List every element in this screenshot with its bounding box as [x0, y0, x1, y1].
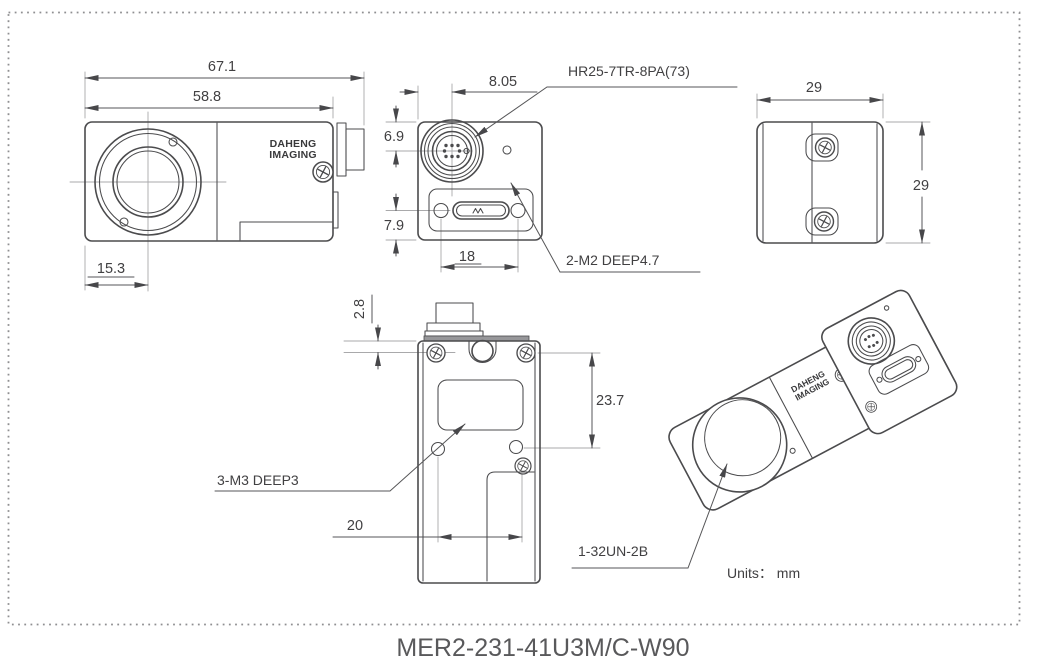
tripod-notch: [468, 340, 497, 364]
side-body-seam: [216, 122, 333, 241]
dim-screw-spacing: 18: [459, 249, 475, 265]
iso-hr25-connector: [847, 317, 896, 365]
m3-hole-left: [430, 441, 446, 457]
label-thread: 1-32UN-2B: [578, 543, 648, 559]
top-view-extension-lines: [756, 93, 931, 244]
top-body: [756, 121, 884, 244]
dim-hole-spacing: 20: [347, 518, 363, 534]
brand-logo-line2: IMAGING: [269, 149, 316, 161]
front-view: 8.05 6.9 7.9 18 HR25-7TR-8PA(73) 2-M2 DE…: [384, 63, 738, 273]
dim-top-offset: 2.8: [352, 299, 368, 319]
lens-flange-screw-icon: [168, 137, 178, 147]
side-lens: [94, 128, 202, 236]
side-body: [84, 121, 334, 242]
dim-body-width: 58.8: [193, 89, 221, 105]
bottom-screw-icon: [426, 343, 446, 363]
m3-leader: [214, 423, 466, 492]
bottom-connector-stack: [423, 302, 530, 342]
dim-total-width: 67.1: [208, 59, 236, 75]
iso-view: DAHENG IMAGING 1-32U: [571, 289, 958, 581]
dim-top-width: 29: [806, 80, 822, 96]
tripod-hole: [471, 339, 494, 363]
m2-leader: [510, 182, 701, 273]
lens-flange-screw-icon: [119, 217, 129, 227]
mount-screw-icon: [813, 211, 835, 232]
brand-logo-line1: DAHENG: [270, 138, 317, 150]
usb-screw-hole-left: [433, 202, 449, 219]
units-label: Units： mm: [727, 565, 800, 581]
top-body-edges: [762, 123, 878, 242]
dim-usb-down: 7.9: [384, 218, 404, 234]
usb-screw-hole-right: [510, 202, 526, 219]
iso-back-panel: [821, 289, 958, 435]
dim-hole-down: 23.7: [596, 393, 624, 409]
top-view: 29 29: [756, 80, 931, 244]
iso-lens-opening: [691, 397, 788, 493]
side-rail: [332, 191, 339, 229]
dim-connector-offset: 8.05: [489, 74, 517, 90]
hr25-connector: [420, 119, 484, 183]
bottom-view: 2.8 23.7 20 3-M3 DEEP3: [214, 294, 624, 584]
front-body: [417, 121, 543, 241]
label-m2-screws: 2-M2 DEEP4.7: [566, 252, 660, 268]
iso-lens-thread: [704, 399, 782, 477]
usb-ss-icon: [472, 207, 484, 214]
bottom-screw-icon: [516, 343, 536, 363]
iso-panel-hole: [883, 305, 890, 311]
status-led-hole: [502, 145, 512, 155]
drawing-border: [7, 11, 1021, 626]
side-connector-flange: [336, 122, 347, 177]
side-view: DAHENG IMAGING 67.1 58.8 15.3: [69, 59, 365, 292]
bottom-panel-seam: [486, 471, 535, 582]
mount-plate: [805, 122, 839, 243]
iso-camera: DAHENG IMAGING: [668, 289, 958, 511]
page-title: MER2-231-41U3M/C-W90: [396, 634, 689, 662]
label-recess: [437, 379, 524, 431]
dim-lens-offset: 15.3: [97, 261, 125, 277]
side-connector-block: [345, 128, 365, 171]
thread-leader: [571, 463, 728, 569]
m3-hole-right: [508, 439, 524, 455]
label-m3-holes: 3-M3 DEEP3: [217, 472, 299, 488]
hr25-leader: [474, 86, 738, 138]
usb-connector: [428, 188, 534, 232]
iso-body-seam: [769, 377, 813, 458]
label-connector: HR25-7TR-8PA(73): [568, 63, 690, 79]
iso-usb-connector: [868, 344, 930, 395]
dim-connector-down: 6.9: [384, 129, 404, 145]
bottom-view-extension-lines: [343, 340, 601, 543]
side-screw-icon: [312, 161, 334, 183]
iso-front-dot: [789, 447, 796, 454]
dim-top-height: 29: [913, 178, 929, 194]
mount-screw-icon: [814, 137, 836, 158]
